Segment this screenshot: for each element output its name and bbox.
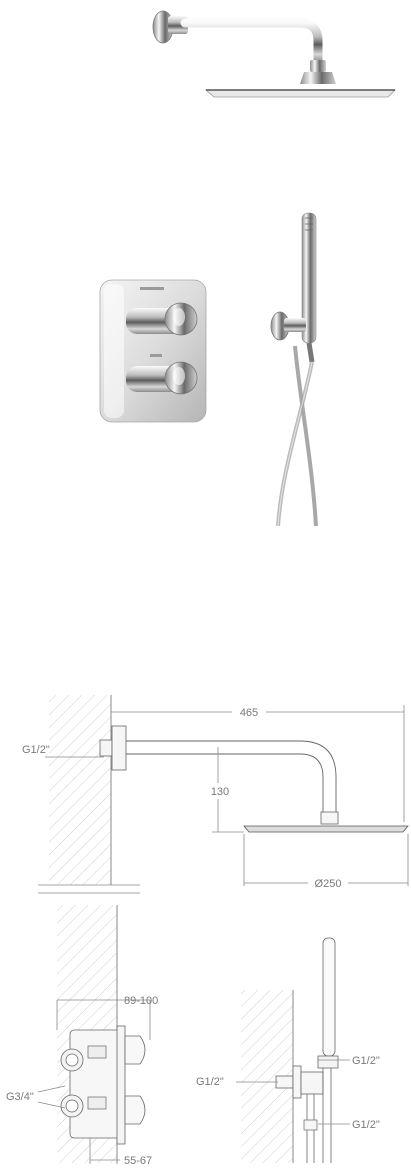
hand-shower-drawing: G1/2" G1/2" G1/2" bbox=[196, 937, 380, 1163]
overhead-shower-drawing: 465 130 G1/2" Ø250 bbox=[22, 695, 409, 894]
overhead-shower-photo bbox=[152, 10, 396, 98]
valve-recess-label: 55-67 bbox=[124, 1155, 152, 1167]
hose-thread-top-label: G1/2" bbox=[352, 1055, 380, 1067]
arm-length-label: 465 bbox=[240, 707, 258, 719]
hand-shower-photo bbox=[270, 212, 318, 527]
valve-inlet-thread-label: G3/4" bbox=[6, 1091, 34, 1103]
wall-inlet-thread-label: G1/2" bbox=[22, 744, 50, 756]
wall-hatch bbox=[49, 695, 111, 885]
head-diameter-label: Ø250 bbox=[315, 878, 342, 890]
thermostatic-valve-photo bbox=[99, 279, 207, 423]
hose-thread-bottom-label: G1/2" bbox=[352, 1119, 380, 1131]
valve-drawing: 89-100 G3/4" 55-67 bbox=[6, 905, 158, 1167]
valve-depth-label: 89-100 bbox=[124, 995, 158, 1007]
elbow-inlet-thread-label: G1/2" bbox=[196, 1076, 224, 1088]
arm-drop-label: 130 bbox=[211, 786, 229, 798]
